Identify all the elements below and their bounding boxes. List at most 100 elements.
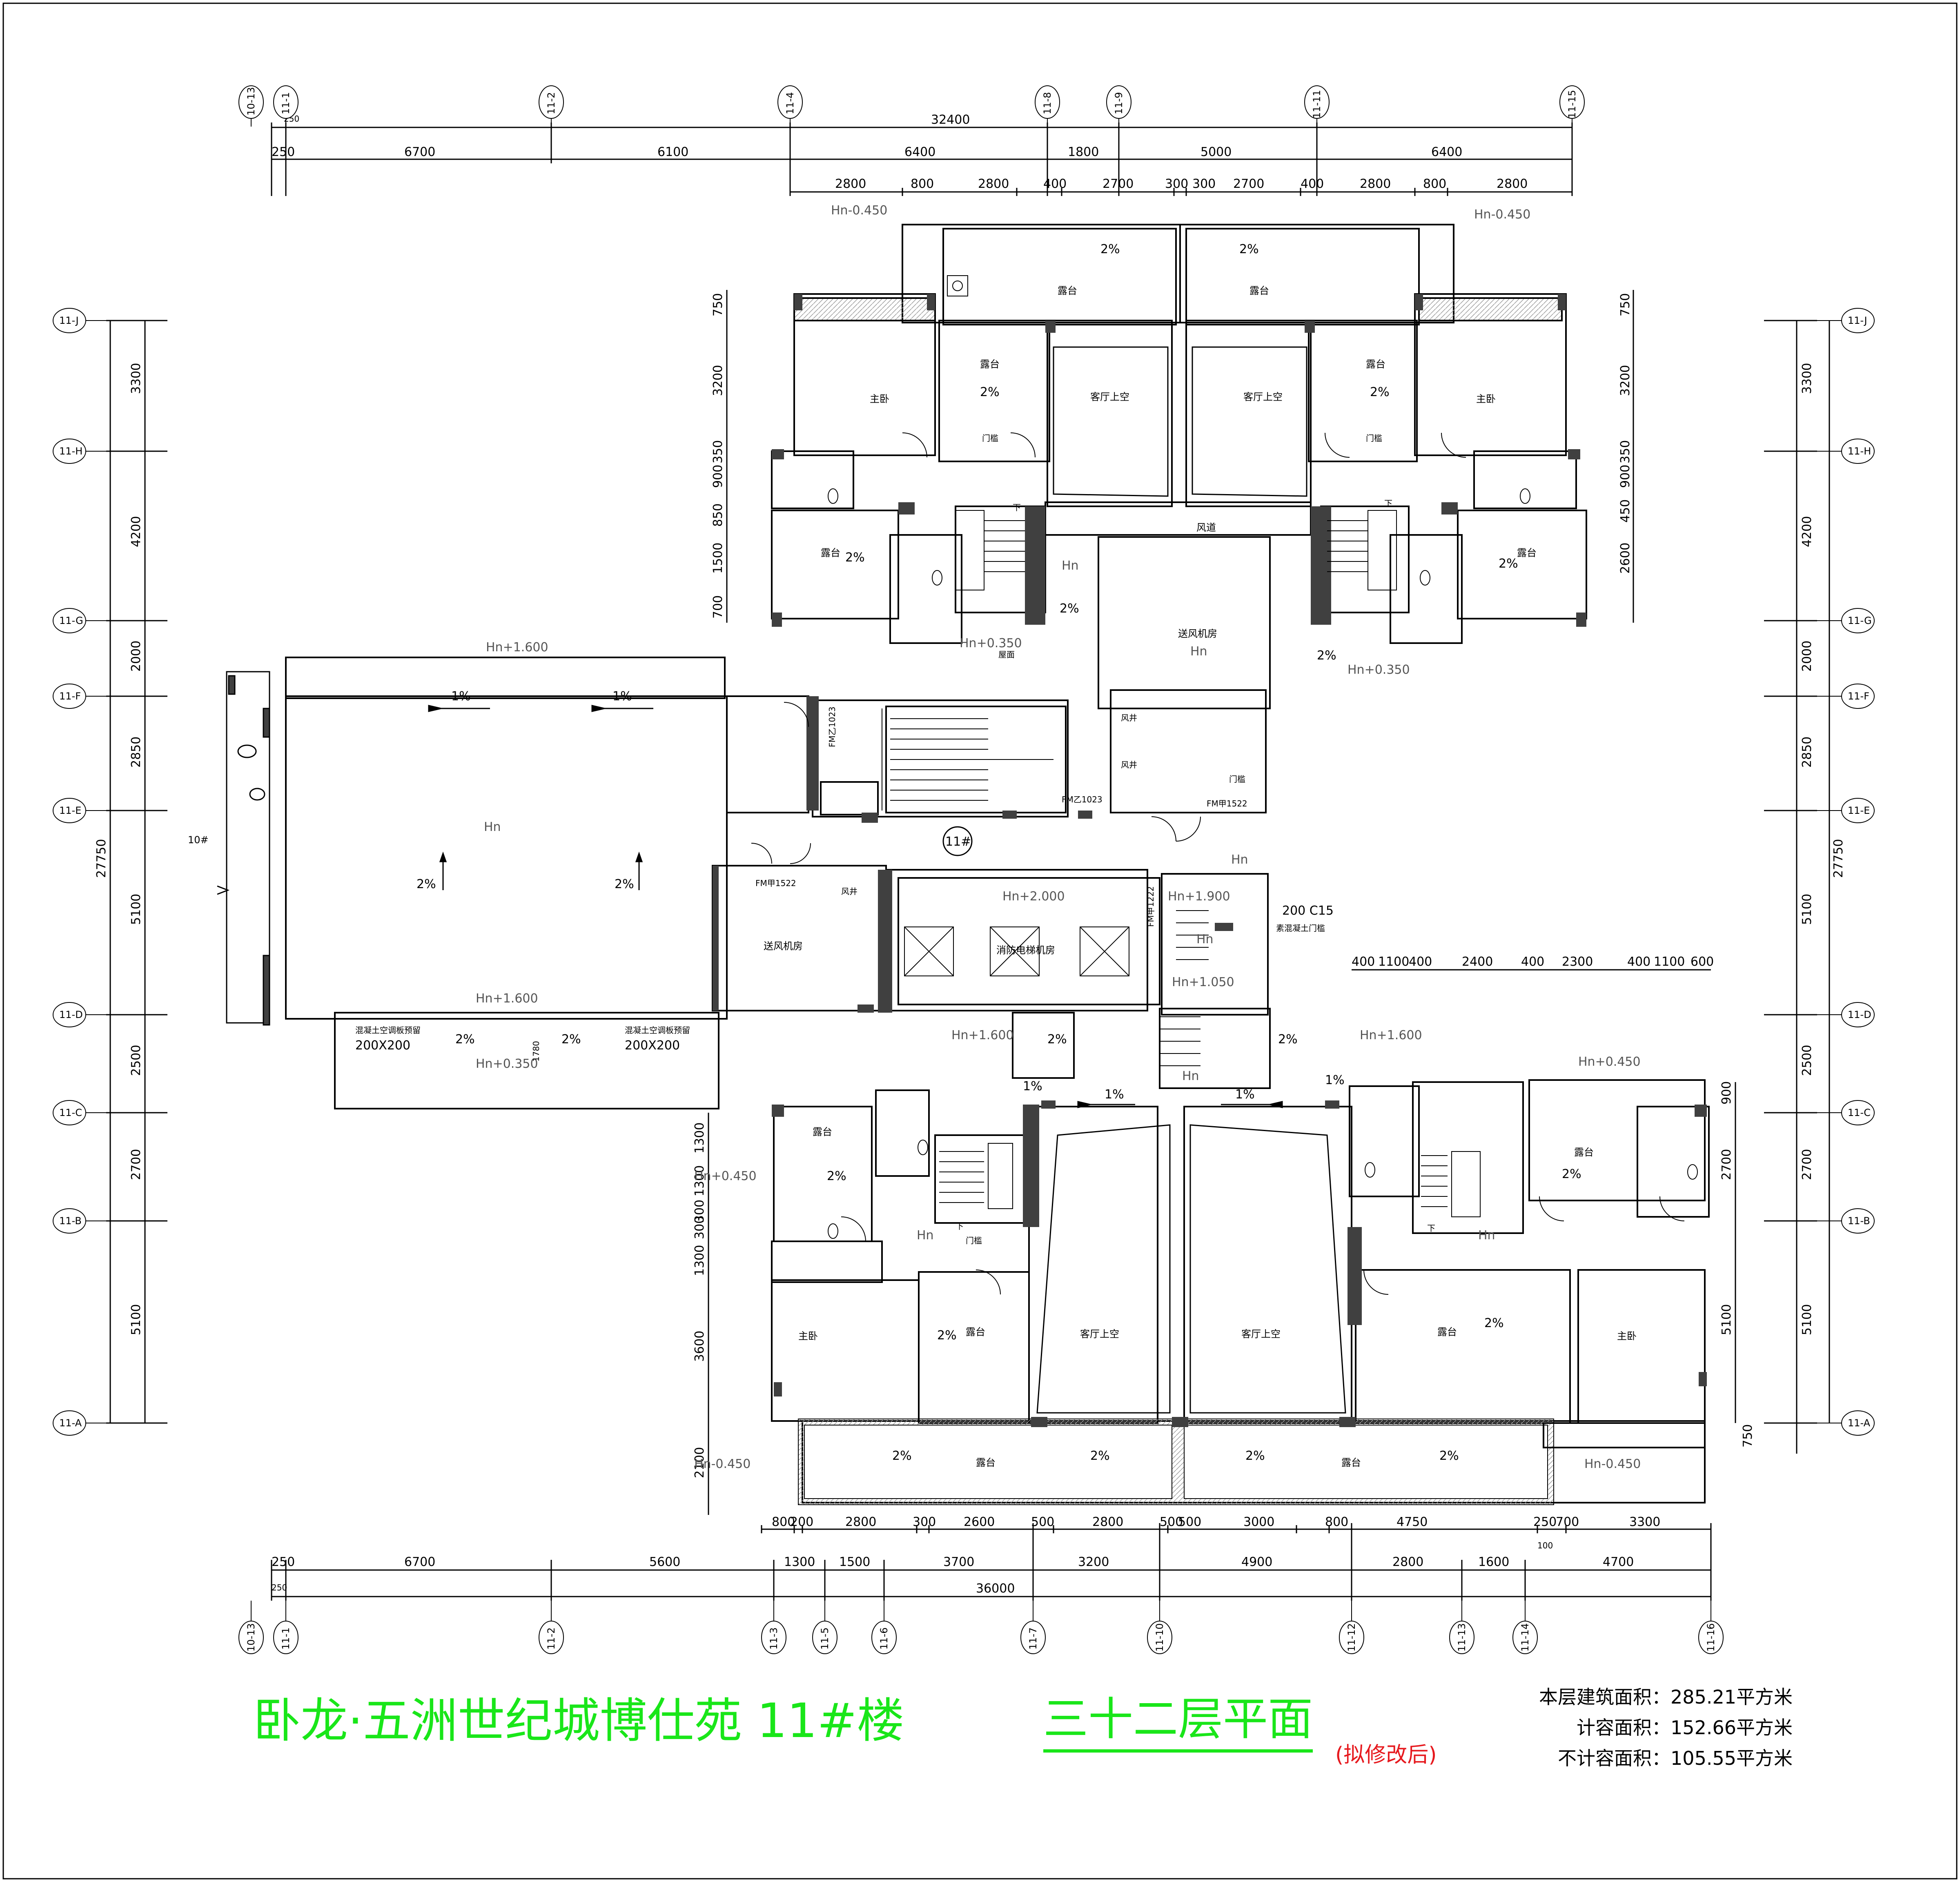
svg-text:1%: 1%	[1325, 1073, 1345, 1087]
svg-text:2%: 2%	[980, 385, 1000, 399]
svg-text:露台: 露台	[980, 359, 1000, 370]
left-dim-outer: 3300 4200 2000 2850 5100 2500 2700 5100	[129, 363, 143, 1335]
door-swings	[751, 432, 1685, 1295]
svg-text:11-11: 11-11	[1311, 90, 1323, 118]
stairs-upper	[955, 510, 1397, 590]
svg-text:200X200: 200X200	[355, 1038, 410, 1053]
svg-text:2600: 2600	[1618, 543, 1633, 574]
svg-text:Hn+0.450: Hn+0.450	[1578, 1055, 1641, 1069]
svg-text:3300: 3300	[1800, 363, 1814, 394]
svg-text:FM甲1222: FM甲1222	[1146, 886, 1156, 927]
svg-text:风井: 风井	[841, 886, 858, 896]
svg-text:露台: 露台	[1366, 359, 1385, 370]
svg-text:500: 500	[1031, 1515, 1054, 1529]
svg-text:500: 500	[1160, 1515, 1183, 1529]
svg-text:400: 400	[1352, 955, 1375, 969]
svg-text:11-3: 11-3	[768, 1628, 780, 1650]
left-dim-inner-top: 750 3200 350 900 850 1500 700	[711, 293, 725, 619]
floor-title: 三十二层平面	[1043, 1682, 1313, 1753]
svg-text:FM甲1522: FM甲1522	[755, 878, 796, 888]
svg-text:Hn+1.600: Hn+1.600	[476, 991, 538, 1006]
svg-text:2%: 2%	[1484, 1316, 1504, 1330]
svg-text:300: 300	[1192, 177, 1216, 191]
svg-text:4750: 4750	[1396, 1515, 1428, 1529]
svg-text:Hn+1.600: Hn+1.600	[951, 1028, 1014, 1042]
elevation-labels: Hn-0.450 Hn-0.450 Hn-0.450 Hn-0.450 Hn+1…	[476, 203, 1641, 1471]
svg-text:11-C: 11-C	[59, 1107, 82, 1118]
svg-text:2%: 2%	[1239, 242, 1259, 256]
svg-text:11-D: 11-D	[59, 1009, 83, 1020]
svg-text:300: 300	[693, 1216, 707, 1239]
svg-text:11-J: 11-J	[1848, 315, 1867, 326]
svg-text:送风机房: 送风机房	[1178, 628, 1217, 639]
top-axis-bubbles: 10-13 11-1 11-2 11-4 11-8 11-9 11-11 11-…	[238, 85, 1585, 127]
lower-unit-block	[771, 1079, 1710, 1505]
svg-text:11-14: 11-14	[1519, 1623, 1531, 1652]
svg-text:400: 400	[1043, 177, 1067, 191]
svg-text:2%: 2%	[1370, 385, 1390, 399]
svg-text:11-9: 11-9	[1113, 92, 1125, 114]
svg-text:2400: 2400	[1462, 955, 1493, 969]
svg-text:Hn: Hn	[1478, 1228, 1495, 1243]
living-voids-lower	[1036, 1124, 1346, 1414]
svg-text:11-H: 11-H	[1848, 445, 1871, 457]
slope-arrows	[428, 705, 1283, 1108]
svg-text:2500: 2500	[129, 1045, 143, 1076]
svg-text:900: 900	[1719, 1081, 1734, 1105]
svg-text:素混凝土门槛: 素混凝土门槛	[1276, 923, 1325, 933]
svg-text:2%: 2%	[561, 1032, 581, 1047]
door-codes: FM乙1023 FM乙1023 FM甲1522 FM甲1522 FM甲1222 …	[755, 706, 1334, 933]
right-dimensions	[1633, 290, 1830, 1454]
svg-text:11-12: 11-12	[1346, 1623, 1357, 1652]
svg-text:门槛: 门槛	[1229, 774, 1245, 784]
svg-text:主卧: 主卧	[1617, 1330, 1637, 1342]
svg-text:客厅上空: 客厅上空	[1080, 1328, 1119, 1340]
svg-text:400: 400	[1301, 177, 1324, 191]
columns-middle	[713, 696, 1233, 1013]
svg-text:2800: 2800	[978, 177, 1009, 191]
svg-text:600: 600	[1690, 955, 1714, 969]
svg-text:1780: 1780	[531, 1041, 541, 1062]
svg-text:11-2: 11-2	[546, 1628, 557, 1650]
svg-text:11-C: 11-C	[1848, 1107, 1871, 1118]
bottom-dimensions	[271, 1523, 1712, 1601]
svg-text:FM乙1023: FM乙1023	[827, 706, 837, 747]
svg-text:2800: 2800	[1092, 1515, 1123, 1529]
svg-text:11-F: 11-F	[1848, 690, 1869, 702]
svg-text:800: 800	[911, 177, 934, 191]
svg-text:露台: 露台	[1058, 285, 1077, 296]
total-floor-area: 本层建筑面积：285.21平方米	[1539, 1686, 1793, 1708]
svg-text:5100: 5100	[1800, 894, 1814, 925]
svg-text:5100: 5100	[129, 1304, 143, 1335]
svg-text:风井: 风井	[1121, 713, 1137, 723]
svg-text:露台: 露台	[1250, 285, 1269, 296]
svg-text:Hn-0.450: Hn-0.450	[1584, 1457, 1641, 1471]
svg-text:2%: 2%	[1060, 601, 1079, 616]
svg-text:300: 300	[693, 1200, 707, 1223]
right-dim-inner-top: 750 3200 350 900 450 2600	[1618, 293, 1633, 574]
svg-text:2%: 2%	[1439, 1449, 1459, 1463]
svg-text:1%: 1%	[451, 689, 471, 704]
far-area: 计容面积：152.66平方米	[1577, 1717, 1793, 1739]
svg-text:11-1: 11-1	[280, 92, 292, 114]
svg-text:FM乙1023: FM乙1023	[1062, 795, 1102, 804]
svg-text:Hn+1.900: Hn+1.900	[1168, 889, 1230, 904]
svg-text:1%: 1%	[1105, 1087, 1124, 1102]
svg-text:Hn+0.350: Hn+0.350	[960, 636, 1022, 650]
bottom-axis-bubbles: 10-13 11-1 11-2 11-3 11-5 11-6 11-7 11-1…	[238, 1601, 1724, 1654]
svg-text:5100: 5100	[1719, 1304, 1734, 1335]
svg-text:3200: 3200	[711, 365, 725, 396]
left-total-dim: 27750	[94, 839, 109, 878]
svg-text:2%: 2%	[416, 877, 436, 891]
svg-text:750: 750	[1741, 1424, 1755, 1448]
svg-text:2700: 2700	[1102, 177, 1134, 191]
neighbor-building-10	[217, 671, 270, 1026]
svg-text:900: 900	[711, 465, 725, 488]
svg-text:11-15: 11-15	[1566, 90, 1578, 118]
svg-text:11-G: 11-G	[59, 615, 83, 626]
svg-text:300: 300	[1165, 177, 1188, 191]
svg-text:Hn: Hn	[1231, 853, 1248, 867]
top-dim-row2: 2800 800 2800 400 2700 300 300 2700 400 …	[835, 177, 1528, 191]
right-total-dim: 27750	[1831, 839, 1846, 878]
svg-text:800: 800	[772, 1515, 795, 1529]
